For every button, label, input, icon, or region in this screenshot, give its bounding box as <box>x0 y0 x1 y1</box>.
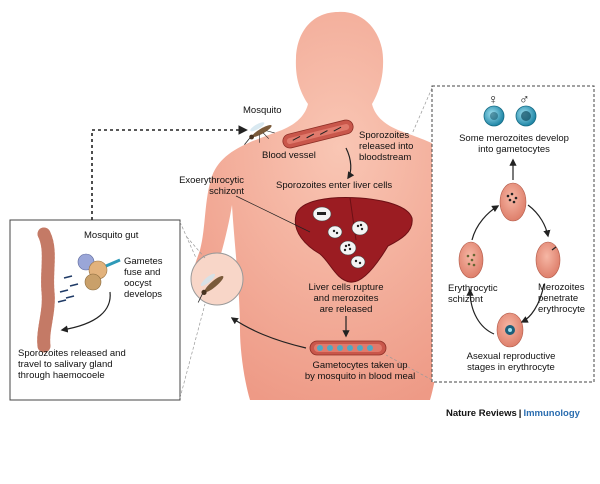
mosquito-biting-icon <box>197 273 224 303</box>
credit-journal: Immunology <box>523 408 580 419</box>
mosquito-icon <box>244 122 275 145</box>
female-symbol: ♀ <box>488 91 499 107</box>
blood-vessel-gametocytes-icon <box>309 340 387 356</box>
credit-separator: | <box>518 408 522 419</box>
blood-vessel-icon <box>282 119 354 149</box>
sporozoite-marks <box>57 275 79 303</box>
mosquito-inset-box <box>9 219 181 401</box>
label-blood-vessel: Blood vessel <box>262 150 316 161</box>
erythrocyte-right-icon <box>535 241 561 279</box>
label-gametes-fuse: Gametes fuse and oocyst develops <box>124 256 163 300</box>
label-mosquito-gut: Mosquito gut <box>84 230 139 241</box>
liver-cells <box>312 206 369 269</box>
credit-publisher: Nature Reviews <box>446 408 517 419</box>
label-merozoites-penetrate: Merozoites penetrate erythrocyte <box>538 282 585 315</box>
label-mosquito: Mosquito <box>243 105 282 116</box>
label-sporozoites-travel: Sporozoites released and travel to saliv… <box>18 348 126 381</box>
label-erythrocytic-schizont: Erythrocytic schizont <box>448 283 498 305</box>
label-merozoites-gametocytes: Some merozoites develop into gametocytes <box>459 133 569 155</box>
label-asexual-stages: Asexual reproductive stages in erythrocy… <box>466 351 556 373</box>
label-sporozoites-released-bloodstream: Sporozoites released into bloodstream <box>359 130 414 163</box>
label-liver-rupture: Liver cells rupture and merozoites are r… <box>308 282 384 315</box>
journal-credit: Nature Reviews|Immunology <box>446 408 580 419</box>
label-gametocytes-taken: Gametocytes taken up by mosquito in bloo… <box>304 360 416 382</box>
male-symbol: ♂ <box>519 91 530 107</box>
label-sporozoites-enter-liver: Sporozoites enter liver cells <box>276 180 393 191</box>
label-exoerythrocytic-schizont: Exoerythrocytic schizont <box>179 175 244 197</box>
oocyst-icon <box>77 253 121 291</box>
